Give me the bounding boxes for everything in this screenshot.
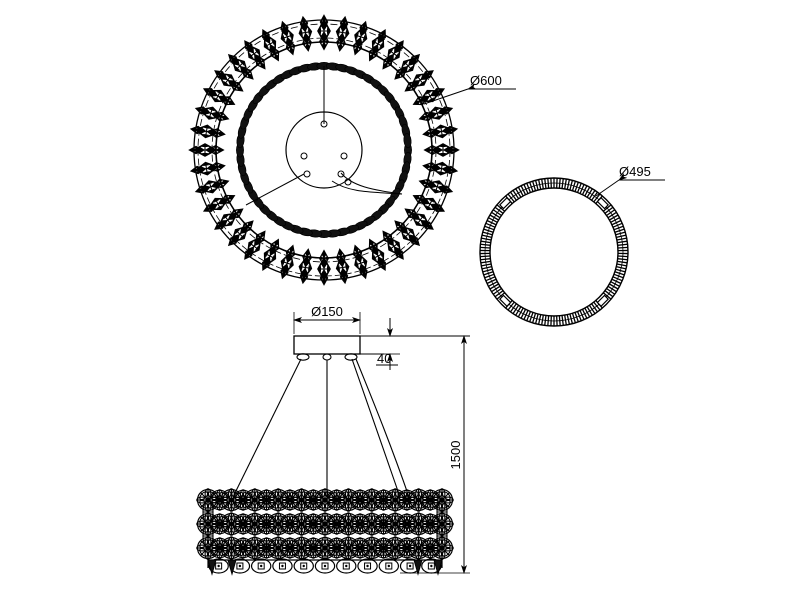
outer-crystal-ring bbox=[188, 14, 460, 286]
drop-height-dimension: 1500 bbox=[360, 335, 470, 574]
suspension-cables bbox=[232, 358, 410, 498]
crystal-band bbox=[188, 14, 460, 286]
shade-rosette-grid bbox=[196, 488, 454, 568]
hub-leader-lines bbox=[245, 66, 403, 206]
ring-hatching bbox=[480, 178, 628, 326]
ring-detail-view: Ø495 bbox=[479, 164, 665, 327]
shade-side-crystals bbox=[202, 499, 448, 549]
front-elevation-view: Ø150 40 bbox=[196, 304, 470, 576]
bead-chain bbox=[236, 62, 412, 238]
shade-fringe bbox=[207, 558, 443, 576]
cable-mounts bbox=[296, 353, 358, 361]
drop-height-label: 1500 bbox=[448, 441, 463, 470]
top-view: Ø600 bbox=[188, 14, 516, 286]
canopy-diameter-dimension: Ø150 bbox=[293, 304, 361, 334]
crystal-drum-shade bbox=[196, 488, 454, 576]
ring-segment-gaps bbox=[498, 196, 610, 308]
outer-diameter-label: Ø600 bbox=[470, 73, 502, 88]
inner-bead-ring bbox=[236, 62, 412, 238]
outer-diameter-dimension: Ø600 bbox=[423, 73, 516, 105]
canopy-height-dimension: 40 bbox=[376, 318, 400, 370]
ring-diameter-label: Ø495 bbox=[619, 164, 651, 179]
canopy-height-label: 40 bbox=[377, 351, 391, 366]
canopy-diameter-label: Ø150 bbox=[311, 304, 343, 319]
ring-diameter-dimension: Ø495 bbox=[595, 164, 665, 197]
